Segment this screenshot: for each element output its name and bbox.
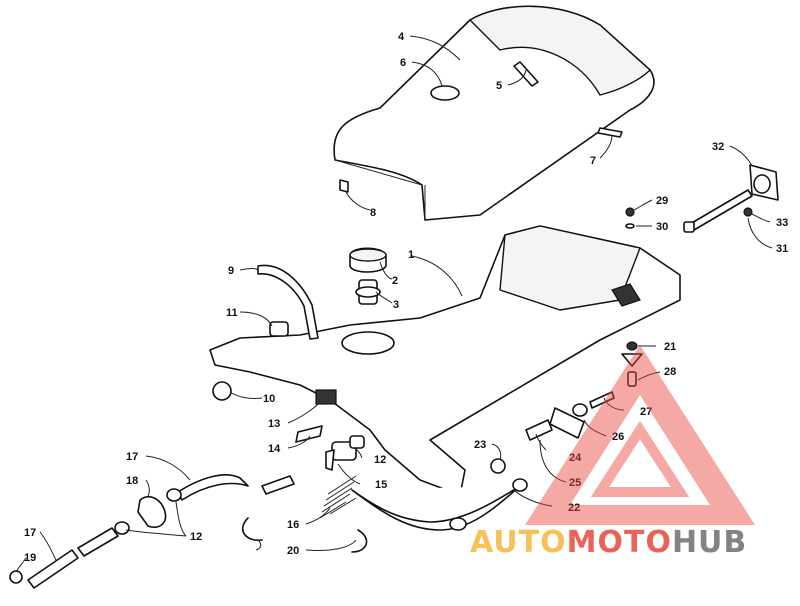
- callout-7: 7: [590, 155, 596, 167]
- callout-4: 4: [398, 31, 405, 43]
- fuel-gauge-part: [315, 389, 337, 405]
- watermark-moto: MOTO: [567, 525, 672, 560]
- callout-16: 16: [287, 519, 299, 531]
- drain-fitting-part: [212, 381, 232, 401]
- callout-12-valve: 12: [374, 454, 386, 466]
- seat-clip-part: [339, 179, 349, 193]
- callout-11: 11: [226, 307, 238, 319]
- callout-17-lower: 17: [24, 527, 36, 539]
- valve-assembly-part: [525, 391, 615, 441]
- callout-labels: 1 2 3 4 5 6 7 8 9 10 11 12 12 13 14 15 1…: [24, 31, 788, 564]
- svg-text:AUTOMOTOHUB: AUTOMOTOHUB: [470, 525, 747, 560]
- watermark-auto: AUTO: [470, 525, 567, 560]
- callout-29: 29: [656, 195, 668, 207]
- callout-20: 20: [287, 545, 299, 557]
- tab-bracket-part: [295, 425, 323, 443]
- seat-hook-part: [597, 127, 623, 138]
- fuel-line-part: [27, 474, 295, 589]
- callout-32: 32: [712, 141, 724, 153]
- fuel-cap-part: [349, 247, 387, 273]
- watermark-triangle-icon: [525, 345, 755, 525]
- top-screw-part: [625, 207, 635, 229]
- callout-25: 25: [569, 477, 581, 489]
- callout-33: 33: [776, 217, 788, 229]
- callout-24: 24: [569, 452, 582, 464]
- shutoff-valve-part: [325, 435, 365, 471]
- fuel-sender-part: [355, 279, 381, 305]
- callout-19: 19: [24, 552, 36, 564]
- seat-strap-part: [513, 61, 539, 87]
- callout-8: 8: [370, 207, 376, 219]
- callout-26: 26: [612, 431, 624, 443]
- tank-sight-window-part: [611, 283, 641, 307]
- grommet-part: [490, 458, 506, 474]
- cable-part: [351, 478, 528, 531]
- fuel-tank-part: [209, 225, 681, 496]
- callout-1: 1: [408, 249, 414, 261]
- callout-23: 23: [474, 439, 486, 451]
- hose-clamp-part: [269, 321, 289, 337]
- callout-30: 30: [656, 221, 668, 233]
- watermark-logo: AUTOMOTOHUB: [470, 345, 755, 560]
- filler-neck-part: [341, 331, 395, 355]
- callout-12-filter: 12: [190, 531, 202, 543]
- rod-assembly-part: [683, 164, 779, 233]
- cap-screw-part: [621, 341, 643, 387]
- line-clamp-part: [9, 570, 23, 584]
- callout-5: 5: [496, 80, 502, 92]
- spring-clamp-part: [242, 517, 368, 553]
- fuel-filter-part: [114, 488, 182, 535]
- watermark-hub: HUB: [672, 525, 747, 560]
- spring-part: [319, 475, 357, 519]
- callout-28: 28: [664, 366, 676, 378]
- callout-10: 10: [263, 393, 275, 405]
- vent-hose-part: [257, 264, 319, 340]
- callout-9: 9: [228, 265, 234, 277]
- leader-lines: [15, 35, 773, 573]
- callout-22: 22: [568, 502, 580, 514]
- callout-2: 2: [392, 275, 398, 287]
- callout-31: 31: [776, 243, 788, 255]
- callout-3: 3: [393, 299, 399, 311]
- callout-13: 13: [268, 418, 280, 430]
- callout-17-upper: 17: [126, 451, 138, 463]
- callout-14: 14: [268, 443, 281, 455]
- callout-18: 18: [126, 475, 138, 487]
- seat-part: [333, 5, 655, 221]
- callout-27: 27: [640, 406, 652, 418]
- seat-latch-knob-part: [430, 85, 460, 101]
- callout-6: 6: [400, 57, 406, 69]
- callout-15: 15: [375, 479, 387, 491]
- callout-21: 21: [664, 341, 676, 353]
